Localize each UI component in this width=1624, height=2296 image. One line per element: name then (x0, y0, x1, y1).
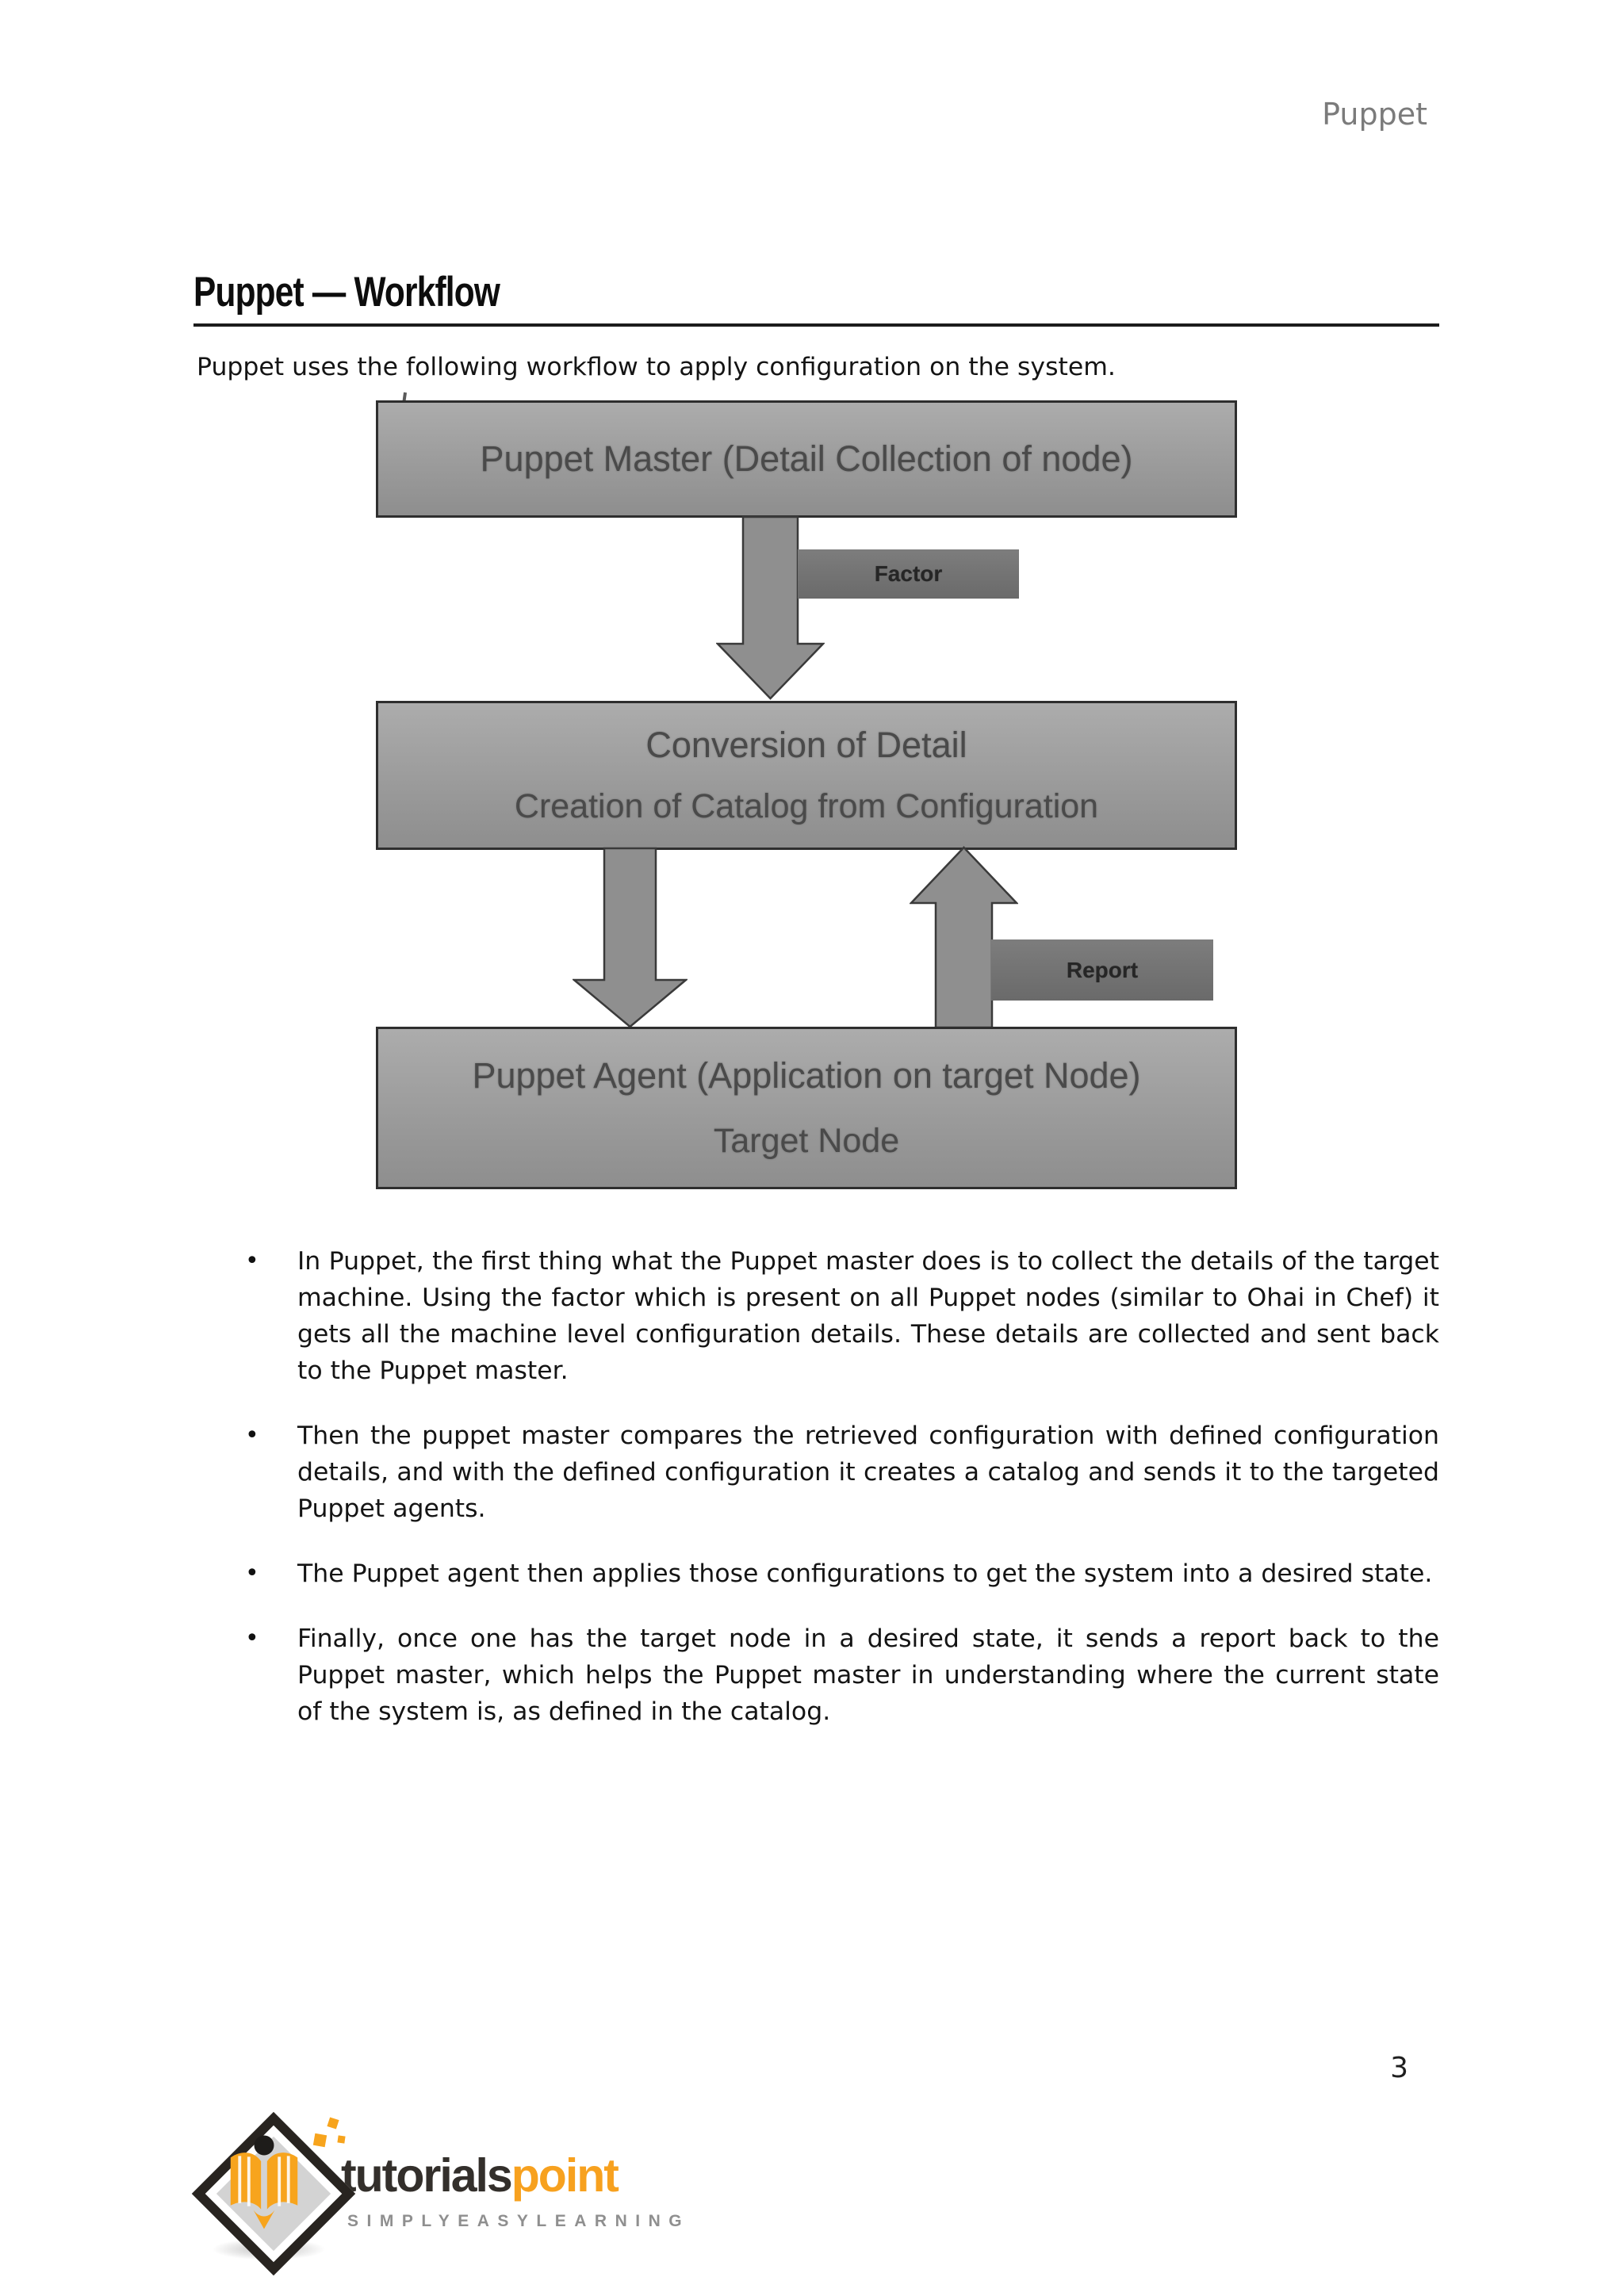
list-item: • In Puppet, the first thing what the Pu… (243, 1243, 1439, 1389)
brand-point: point (511, 2149, 619, 2202)
title-rule (193, 323, 1439, 327)
list-item: • Finally, once one has the target node … (243, 1621, 1439, 1730)
title-block: Puppet — Workflow (193, 268, 1439, 327)
arrow-up-report-icon (910, 846, 1018, 1029)
brand-tutorials: tutorials (341, 2149, 513, 2202)
puppet-master-box: Puppet Master (Detail Collection of node… (376, 400, 1237, 518)
bullet-text-3: The Puppet agent then applies those conf… (297, 1559, 1433, 1588)
bullet-marker: • (245, 1624, 259, 1652)
logo-confetti-icon (337, 2135, 346, 2144)
intro-paragraph: Puppet uses the following workflow to ap… (197, 353, 1116, 381)
arrow-down-factor-icon (716, 515, 825, 700)
conversion-line2: Creation of Catalog from Configuration (514, 787, 1099, 825)
logo-confetti-icon (312, 2133, 327, 2148)
running-header: Puppet (1322, 97, 1427, 132)
bullet-text-2: Then the puppet master compares the retr… (297, 1422, 1439, 1523)
logo-book-person-icon (230, 2135, 298, 2229)
puppet-agent-line1: Puppet Agent (Application on target Node… (472, 1054, 1141, 1096)
brand-logo: tutorialspoint SIMPLYEASYLEARNING (190, 2101, 720, 2283)
conversion-line1: Conversion of Detail (645, 725, 967, 765)
brand-wordmark: tutorialspoint (341, 2149, 619, 2202)
page-number: 3 (1390, 2052, 1408, 2084)
factor-label: Factor (798, 549, 1019, 599)
bullet-list: • In Puppet, the first thing what the Pu… (243, 1243, 1439, 1758)
list-item: • Then the puppet master compares the re… (243, 1418, 1439, 1527)
bullet-marker: • (245, 1247, 259, 1275)
workflow-diagram: Puppet Master (Detail Collection of node… (376, 392, 1237, 1193)
page-title: Puppet — Workflow (193, 269, 500, 316)
report-label: Report (991, 939, 1213, 1001)
arrow-down-apply-icon (573, 847, 688, 1028)
puppet-agent-line2: Target Node (713, 1122, 900, 1161)
conversion-box: Conversion of Detail Creation of Catalog… (376, 701, 1237, 850)
list-item: • The Puppet agent then applies those co… (243, 1556, 1439, 1592)
bullet-text-1: In Puppet, the first thing what the Pupp… (297, 1247, 1439, 1385)
brand-tagline: SIMPLYEASYLEARNING (347, 2212, 691, 2230)
logo-confetti-icon (327, 2117, 339, 2130)
bullet-marker: • (245, 1559, 259, 1587)
puppet-agent-box: Puppet Agent (Application on target Node… (376, 1027, 1237, 1189)
bullet-text-4: Finally, once one has the target node in… (297, 1624, 1439, 1726)
bullet-marker: • (245, 1422, 259, 1449)
puppet-master-label: Puppet Master (Detail Collection of node… (480, 438, 1133, 479)
